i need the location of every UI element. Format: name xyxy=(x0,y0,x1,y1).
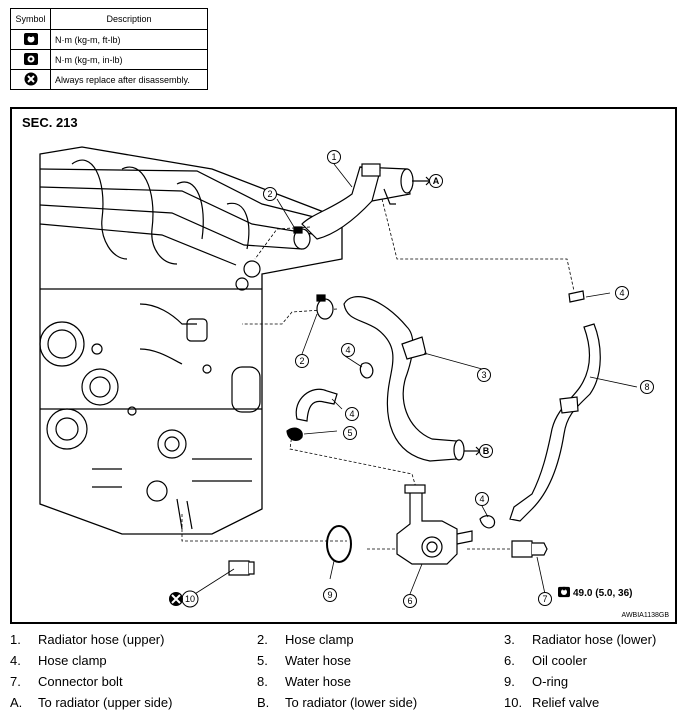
callout-number: 8 xyxy=(644,382,649,392)
callout-circle xyxy=(345,407,359,421)
relief-valve xyxy=(228,560,255,576)
callout-circle xyxy=(341,343,355,357)
diagram-frame: 1 2 2 3 4 4 4 4 5 6 7 8 9 10 A B SEC. 213 49.0 (5.0, 36… xyxy=(10,107,677,624)
letter-callout: A xyxy=(433,176,440,186)
letter-callout: B xyxy=(483,446,490,456)
water-hose-8 xyxy=(509,323,601,522)
torque-value: 49.0 (5.0, 36) xyxy=(573,588,633,599)
legend-description: Always replace after disassembly. xyxy=(50,69,208,90)
callout-circle xyxy=(538,592,552,606)
torque-spec: 49.0 (5.0, 36) xyxy=(557,586,632,601)
callout-number: 4 xyxy=(349,409,354,419)
engine-block-drawing xyxy=(39,146,343,535)
legend-description: N·m (kg-m, in-lb) xyxy=(50,49,208,70)
callout-number: 9 xyxy=(327,590,332,600)
callout-circle xyxy=(327,150,341,164)
callout-circle xyxy=(343,426,357,440)
callout-circle xyxy=(263,187,277,201)
torque-wrench-icon xyxy=(557,586,571,601)
radiator-hose-upper xyxy=(301,163,414,240)
legend-row: N·m (kg-m, in-lb) xyxy=(10,49,208,70)
callout-number: 7 xyxy=(542,594,547,604)
callout-number: 2 xyxy=(267,189,272,199)
figure-code: AWBIA1138GB xyxy=(621,612,669,619)
callout-circle xyxy=(640,380,654,394)
callout-number: 3 xyxy=(481,370,486,380)
cooling-system-diagram: 1 2 2 3 4 4 4 4 5 6 7 8 9 10 A B xyxy=(39,146,654,608)
always-replace-icon xyxy=(10,69,51,90)
hose-clamp-4-b xyxy=(286,427,303,441)
hose-clamp-4-d xyxy=(568,290,585,303)
callout-circle xyxy=(323,588,337,602)
callout-circle xyxy=(615,286,629,300)
callout-circle xyxy=(477,368,491,382)
letter-callout-circle xyxy=(479,444,493,458)
letter-callout-circle xyxy=(429,174,443,188)
water-hose-5 xyxy=(295,388,338,422)
legend-row: N·m (kg-m, ft-lb) xyxy=(10,29,208,50)
callout-circle xyxy=(295,354,309,368)
callout-number: 4 xyxy=(345,345,350,355)
callout-number: 5 xyxy=(347,428,352,438)
callout-number: 4 xyxy=(479,494,484,504)
oil-cooler xyxy=(396,484,473,565)
header-description: Description xyxy=(50,8,208,30)
callout-circle xyxy=(403,594,417,608)
hose-clamp-2-lower xyxy=(316,294,334,320)
o-ring xyxy=(326,525,352,563)
always-replace-icon-cross xyxy=(171,594,181,604)
hose-clamp-2-upper xyxy=(293,226,311,250)
callout-number: 2 xyxy=(299,356,304,366)
symbol-legend-table: Symbol Description N·m (kg-m, ft-lb) N·m… xyxy=(10,8,208,90)
legend-row: Always replace after disassembly. xyxy=(10,69,208,90)
section-title: SEC. 213 xyxy=(22,115,78,130)
callout-number: 4 xyxy=(619,288,624,298)
connector-bolt xyxy=(511,540,548,558)
torque-wrench-icon xyxy=(10,29,51,50)
hose-clamp-4-a xyxy=(359,362,374,379)
radiator-hose-lower xyxy=(343,296,465,462)
header-symbol: Symbol xyxy=(10,8,51,30)
hose-clamp-4-c xyxy=(479,515,496,529)
callout-number: 1 xyxy=(331,152,336,162)
callout-circle xyxy=(475,492,489,506)
torque-wrench-small-icon xyxy=(10,49,51,70)
callout-number: 6 xyxy=(407,596,412,606)
legend-description: N·m (kg-m, ft-lb) xyxy=(50,29,208,50)
callout-number: 10 xyxy=(185,594,195,604)
